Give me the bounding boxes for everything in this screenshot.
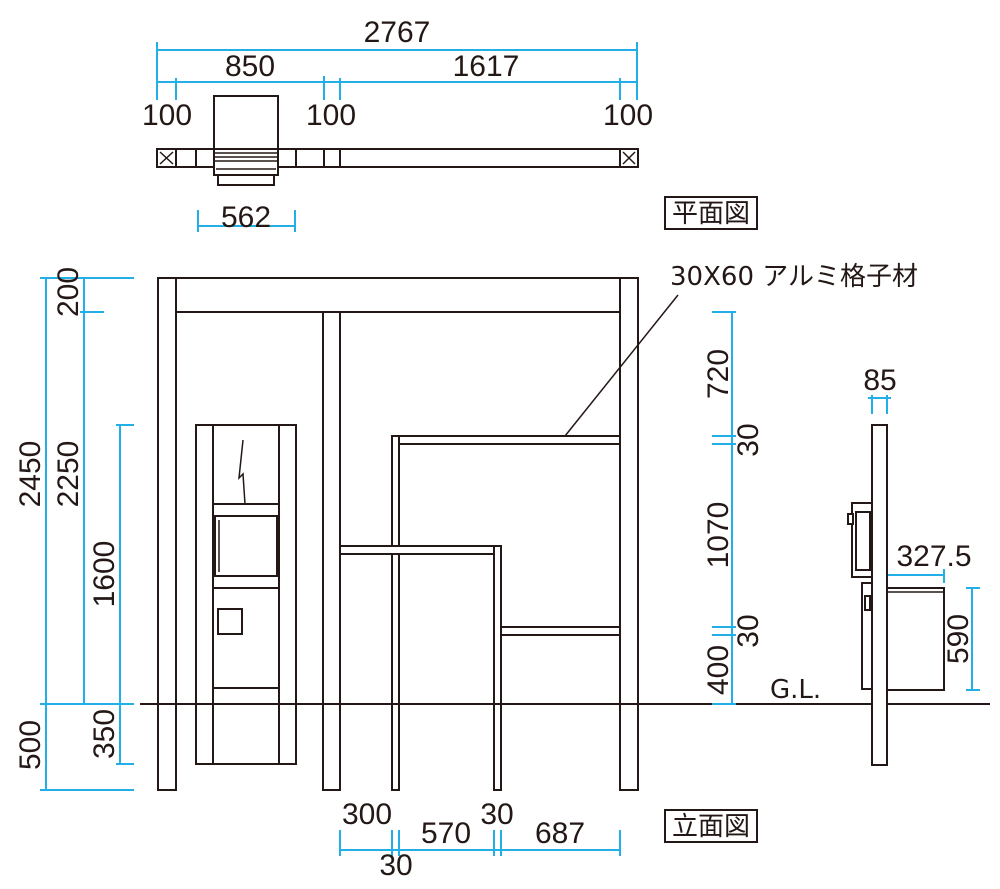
dim-plan-total: 2767 [364, 16, 431, 49]
mailbox-unit [195, 424, 297, 765]
dim-height-total: 2450 [14, 441, 47, 508]
dim-plan-post-left: 100 [142, 99, 192, 132]
aluminum-lattice [339, 435, 621, 791]
elevation-label-frame [664, 809, 758, 843]
dim-side-1070: 1070 [702, 502, 735, 569]
dim-side-30a: 30 [732, 423, 765, 456]
dim-mailbox-height: 1600 [88, 541, 121, 608]
dim-plan-mailbox-width: 562 [221, 201, 271, 234]
material-leader [564, 294, 679, 437]
dim-top-beam: 200 [52, 267, 85, 317]
elevation-frame [157, 277, 639, 791]
dim-bottom-570: 570 [421, 817, 471, 850]
dim-bottom-30a: 30 [379, 849, 412, 882]
dim-side-400: 400 [702, 645, 735, 695]
plan-structure [156, 95, 639, 186]
plan-label-frame [664, 196, 758, 230]
dim-plan-left-span: 850 [225, 50, 275, 83]
elevation-view: 2450 2250 200 1600 500 350 [14, 262, 990, 882]
dim-side-box-depth: 327.5 [896, 540, 971, 573]
dim-side-post-width: 85 [863, 364, 896, 397]
dim-base-offset: 350 [88, 709, 121, 759]
plan-view-label: 平面図 [672, 199, 750, 229]
dim-side-box-height: 590 [942, 614, 975, 664]
dim-bottom-300: 300 [342, 798, 392, 831]
elevation-bottom-dimension-lines [339, 830, 621, 856]
dim-side-30b: 30 [732, 614, 765, 647]
side-view: 720 30 1070 30 400 85 327.5 590 G.L. [702, 311, 980, 766]
dim-bottom-687: 687 [535, 817, 585, 850]
dim-plan-post-right: 100 [603, 99, 653, 132]
elevation-view-label: 立面図 [672, 812, 750, 842]
material-note: 30X60 アルミ格子材 [670, 262, 918, 292]
elevation-left-dimension-lines [40, 277, 134, 791]
dim-height-inner: 2250 [52, 441, 85, 508]
ground-level-label: G.L. [770, 675, 821, 705]
side-structure [847, 424, 945, 766]
plan-view: 2767 850 1617 100 100 100 562 平面図 [142, 16, 758, 234]
dim-bottom-30b: 30 [480, 798, 513, 831]
dim-below-gl: 500 [14, 720, 47, 770]
side-dimension-lines [712, 311, 980, 705]
plan-dimension-lines [156, 42, 638, 232]
dim-plan-right-span: 1617 [453, 50, 520, 83]
dim-plan-post-mid: 100 [306, 99, 356, 132]
dim-side-720: 720 [702, 349, 735, 399]
